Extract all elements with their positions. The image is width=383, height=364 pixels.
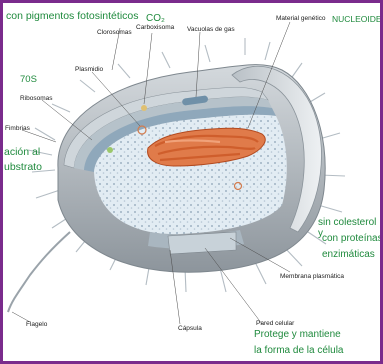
cholesterol-line-2: con proteínas — [322, 234, 383, 245]
substrate-fixation-line-2: ubstrato — [4, 162, 42, 173]
gas-vacuoles-label: Vacuolas de gas — [187, 27, 235, 34]
cell-wall-label: Pared celular — [256, 321, 294, 328]
bottom-plate — [168, 232, 236, 254]
70s-label: 70S — [20, 75, 37, 85]
genetic-material-label: Material genético — [276, 16, 326, 23]
protects-line-2: la forma de la célula — [254, 346, 344, 357]
substrate-fixation-line-1: ación al — [4, 147, 40, 158]
plasmid-label: Plasmidio — [75, 67, 103, 74]
carboxysome-label: Carboxisoma — [136, 25, 174, 32]
chlorosomes-label: Clorosomas — [97, 30, 132, 37]
nucleoid-label: NUCLEOIDE — [332, 15, 382, 24]
fimbriae-label: Fimbrias — [5, 126, 30, 133]
capsule-label: Cápsula — [178, 326, 202, 333]
carboxysome — [141, 105, 147, 111]
ribosomes-label: Ribosomas — [20, 96, 53, 103]
plasma-membrane-label: Membrana plasmática — [280, 274, 344, 281]
flagellum — [8, 232, 70, 312]
chlorosome — [107, 147, 113, 153]
flagellum-label: Flagelo — [26, 322, 47, 329]
pigments-label: con pigmentos fotosintéticos — [6, 11, 139, 22]
protects-line-1: Protege y mantiene — [254, 330, 341, 341]
co2-label: CO₂ — [146, 14, 165, 25]
cholesterol-line-3: enzimáticas — [322, 250, 375, 261]
